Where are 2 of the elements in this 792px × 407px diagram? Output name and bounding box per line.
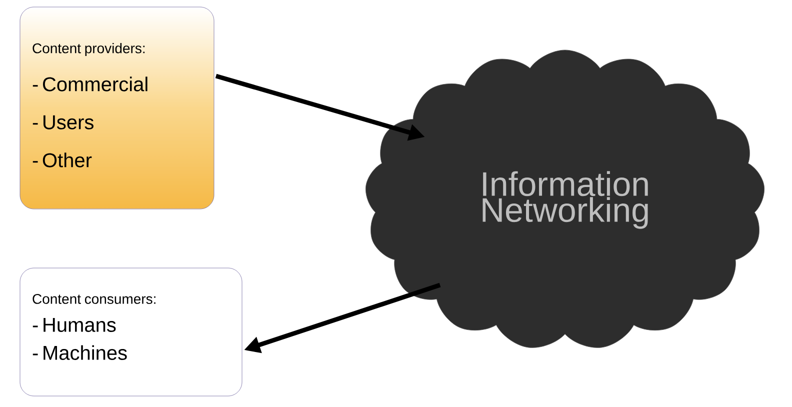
content-box: Content providers: - Commercial - Users - Other: [20, 6, 214, 210]
content-box: Content consumers: - Humans - Machines: [20, 268, 242, 396]
